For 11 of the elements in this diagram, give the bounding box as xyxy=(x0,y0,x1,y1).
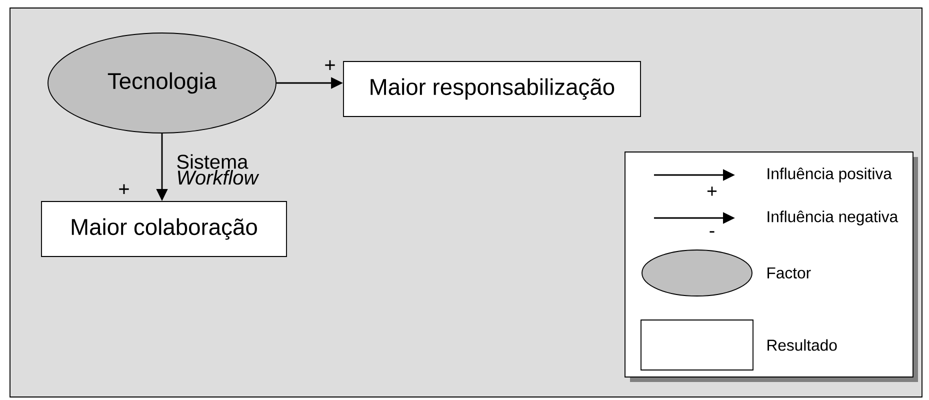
sign-label: - xyxy=(710,231,714,233)
plus-sign: + xyxy=(325,60,335,70)
legend-text: Influência positiva xyxy=(768,168,892,182)
legend-text: Influência negativa xyxy=(768,210,898,226)
result-box: Maior colaboração xyxy=(41,201,287,257)
legend-text: Factor xyxy=(768,268,811,279)
legend-text: Resultado xyxy=(768,339,837,351)
edge-label: Sistema Workflow xyxy=(177,154,260,185)
result-box: Maior responsabilização xyxy=(343,61,641,117)
plus-sign: + xyxy=(119,184,129,194)
sign-label: + xyxy=(707,186,717,196)
